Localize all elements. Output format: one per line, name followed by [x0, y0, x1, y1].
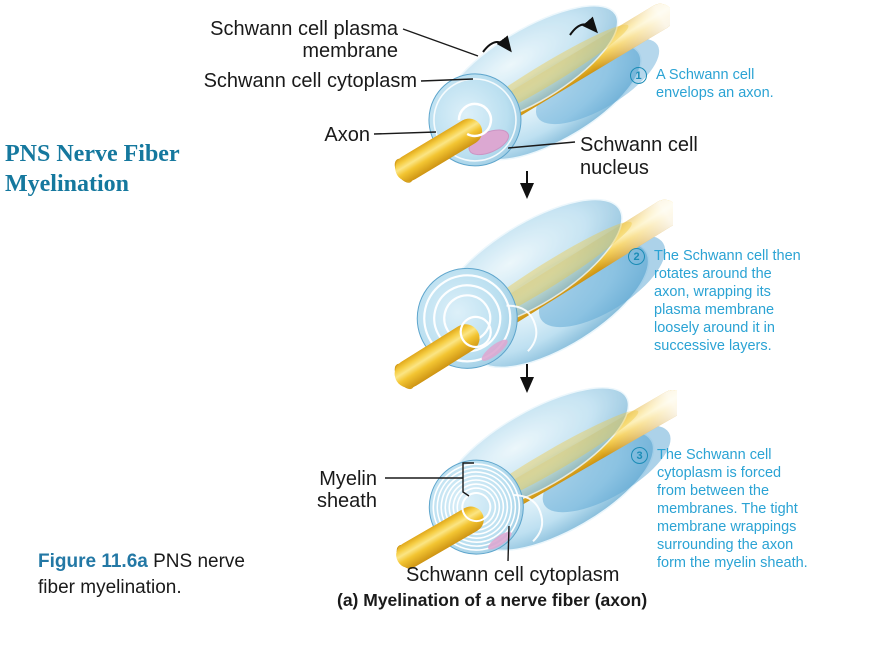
stage2-axon-core-ring: [459, 315, 492, 349]
stage1-cell-shadow: [535, 38, 660, 125]
step-2-text: The Schwann cell then rotates around the…: [654, 248, 801, 354]
step-3: 3 The Schwann cell cytoplasm is forced f…: [631, 446, 813, 572]
figure-caption-label: Figure 11.6a: [38, 551, 148, 572]
stage3-axon-front-segment: [396, 506, 484, 568]
stage2-membrane-flap: [506, 304, 538, 352]
step-2: 2 The Schwann cell then rotates around t…: [628, 247, 804, 355]
label-axon: Axon: [324, 124, 370, 146]
step-1: 1 A Schwann cell envelops an axon.: [630, 66, 774, 102]
stage3-schwann-nucleus: [488, 531, 512, 550]
subfigure-caption: (a) Myelination of a nerve fiber (axon): [337, 590, 648, 610]
step-1-text: A Schwann cell envelops an axon.: [656, 67, 774, 101]
page-title: PNS Nerve Fiber Myelination: [5, 139, 180, 199]
figure-caption: Figure 11.6a PNS nerve fiber myelination…: [38, 549, 264, 601]
stage1-schwann-cell-illustration: [394, 3, 670, 183]
label-plasma-membrane: Schwann cell plasma membrane: [210, 18, 398, 62]
step-1-number: 1: [630, 67, 647, 84]
stage1-cytoplasm-c-wrap: [457, 102, 493, 138]
label-schwann-nucleus: Schwann cell nucleus: [580, 134, 698, 179]
stage2-loose-wrap-ring-middle: [433, 284, 502, 353]
page-title-line2: Myelination: [5, 171, 129, 197]
stage1-axon-front-segment: [395, 118, 483, 182]
label-cytoplasm-bottom: Schwann cell cytoplasm: [406, 564, 620, 586]
stage2-schwann-nucleus: [481, 339, 508, 361]
stage2-schwann-cell-illustration: [394, 198, 673, 390]
step-3-text: The Schwann cell cytoplasm is forced fro…: [657, 447, 808, 571]
stage3-cytoplasm-flap: [513, 494, 544, 543]
stage2-axon-front-segment: [394, 324, 480, 388]
step-2-number: 2: [628, 248, 645, 265]
step-3-number: 3: [631, 447, 648, 464]
label-myelin-sheath: Myelin sheath: [316, 468, 377, 512]
label-cytoplasm-top: Schwann cell cytoplasm: [203, 70, 417, 92]
figure-caption-text: PNS nerve fiber myelination.: [38, 551, 245, 598]
page-title-line1: PNS Nerve Fiber: [5, 141, 180, 167]
